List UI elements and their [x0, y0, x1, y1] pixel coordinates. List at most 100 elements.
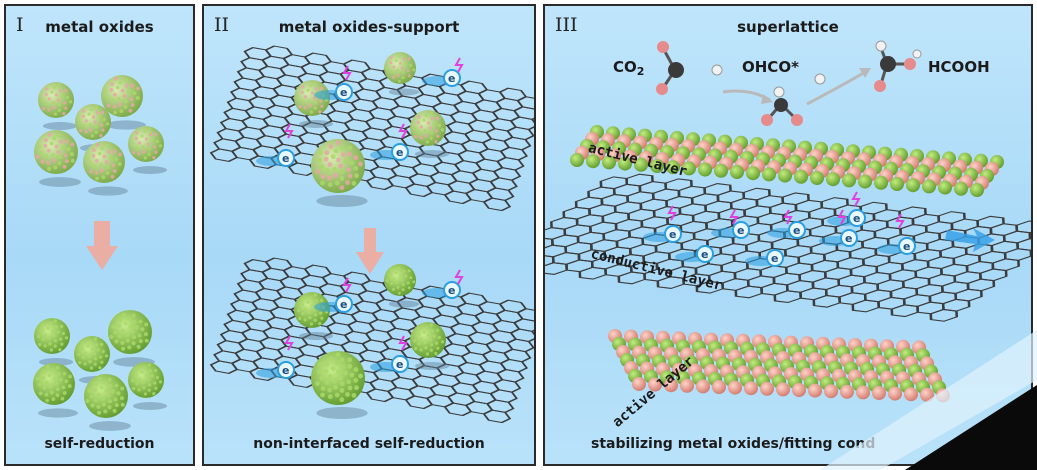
co2-molecule [656, 41, 684, 95]
ohco-intermediate [761, 86, 803, 126]
lightning-icon [342, 65, 352, 81]
atom [746, 166, 760, 181]
graphene-lattice [209, 45, 534, 212]
electron-symbol: e [701, 248, 708, 261]
panel-caption: self-reduction [44, 436, 155, 452]
electron [766, 249, 784, 267]
electron [335, 83, 353, 101]
nanoparticle-cluster-top [34, 75, 168, 196]
hydrogen-atom [814, 73, 826, 85]
lightning-icon [454, 269, 464, 285]
panel-number: II [214, 14, 230, 36]
electron [696, 245, 714, 263]
atom [888, 386, 902, 401]
atom [696, 379, 710, 394]
atom [682, 161, 696, 176]
atom [856, 385, 870, 400]
hcooh-label: HCOOH [928, 58, 990, 76]
atom [792, 383, 806, 397]
particle-shadow [42, 122, 78, 130]
atom [648, 377, 662, 392]
atom [586, 154, 600, 169]
lightning-icon [851, 191, 861, 207]
atom [698, 162, 712, 177]
lightning-icon [398, 123, 408, 139]
atom [872, 386, 886, 400]
electron-symbol: e [771, 252, 778, 265]
graphene-sheet-bottom: e e e e [209, 257, 534, 424]
panel-title: metal oxides [45, 18, 154, 36]
atom [904, 387, 918, 402]
electron [277, 149, 295, 167]
atom [618, 156, 632, 171]
particle-shadow [414, 150, 450, 158]
electron [848, 209, 866, 227]
down-arrow [86, 221, 118, 270]
atom [778, 168, 792, 183]
hcooh-molecule [874, 40, 922, 92]
electron [840, 229, 858, 247]
atom [906, 178, 920, 193]
electron-symbol: e [669, 228, 676, 241]
lightning-icon [667, 205, 677, 221]
atom [824, 384, 838, 399]
nanoparticle [384, 52, 416, 84]
electron [898, 237, 916, 255]
electron [335, 295, 353, 313]
graphene-hexagon [516, 96, 534, 110]
lightning-icon [342, 277, 352, 293]
electron-symbol: e [396, 146, 403, 159]
electron [443, 281, 461, 299]
atom [808, 383, 822, 398]
atom [936, 388, 950, 403]
electron-symbol: e [448, 284, 455, 297]
electron [664, 225, 682, 243]
particle-shadow [106, 120, 146, 130]
panel-title: metal oxides-support [278, 18, 460, 36]
panel-2-illustration: e e e e e e e e [209, 45, 534, 424]
atom [650, 159, 664, 173]
active-layer-top [570, 125, 1004, 197]
atom [632, 377, 646, 391]
atom [570, 153, 584, 167]
particle-shadow [298, 120, 334, 128]
lightning-icon [895, 213, 905, 229]
panel-caption: non-interfaced self-reduction [253, 436, 485, 452]
panel-superlattice: III superlattice [543, 4, 1033, 466]
electron-symbol: e [853, 212, 860, 225]
lightning-icon [284, 335, 294, 351]
hydrogen-atom [711, 64, 723, 76]
ohco-label: OHCO* [742, 58, 799, 76]
graphene-hexagon [929, 308, 959, 322]
atom [712, 380, 726, 394]
atom [858, 174, 872, 189]
graphene-hexagon [482, 197, 512, 212]
panel-metal-oxides-support: II metal oxides-support e e e e e e e e non-in… [202, 4, 536, 466]
electron [391, 143, 409, 161]
electron-symbol: e [340, 298, 347, 311]
reaction-arrow [806, 70, 866, 106]
lightning-icon [454, 57, 464, 73]
electron-symbol: e [282, 364, 289, 377]
particle-shadow [38, 358, 74, 366]
atom [728, 380, 742, 395]
lightning-icon [284, 123, 294, 139]
atom [920, 387, 934, 402]
graphene-hexagon [545, 247, 546, 260]
electron-symbol: e [396, 358, 403, 371]
particle-shadow [388, 300, 420, 308]
electron-symbol: e [282, 152, 289, 165]
panel-number: I [16, 14, 24, 36]
electron [277, 361, 295, 379]
particle-shadow [388, 88, 420, 96]
particle-shadow [316, 195, 368, 207]
panel-metal-oxides: I metal oxides self-reduction [4, 4, 195, 466]
atom [776, 382, 790, 397]
lightning-icon [398, 335, 408, 351]
graphene-hexagon [1028, 227, 1031, 241]
electron [391, 355, 409, 373]
electron [732, 221, 750, 239]
electron [443, 69, 461, 87]
graphene-hexagon [482, 409, 512, 424]
